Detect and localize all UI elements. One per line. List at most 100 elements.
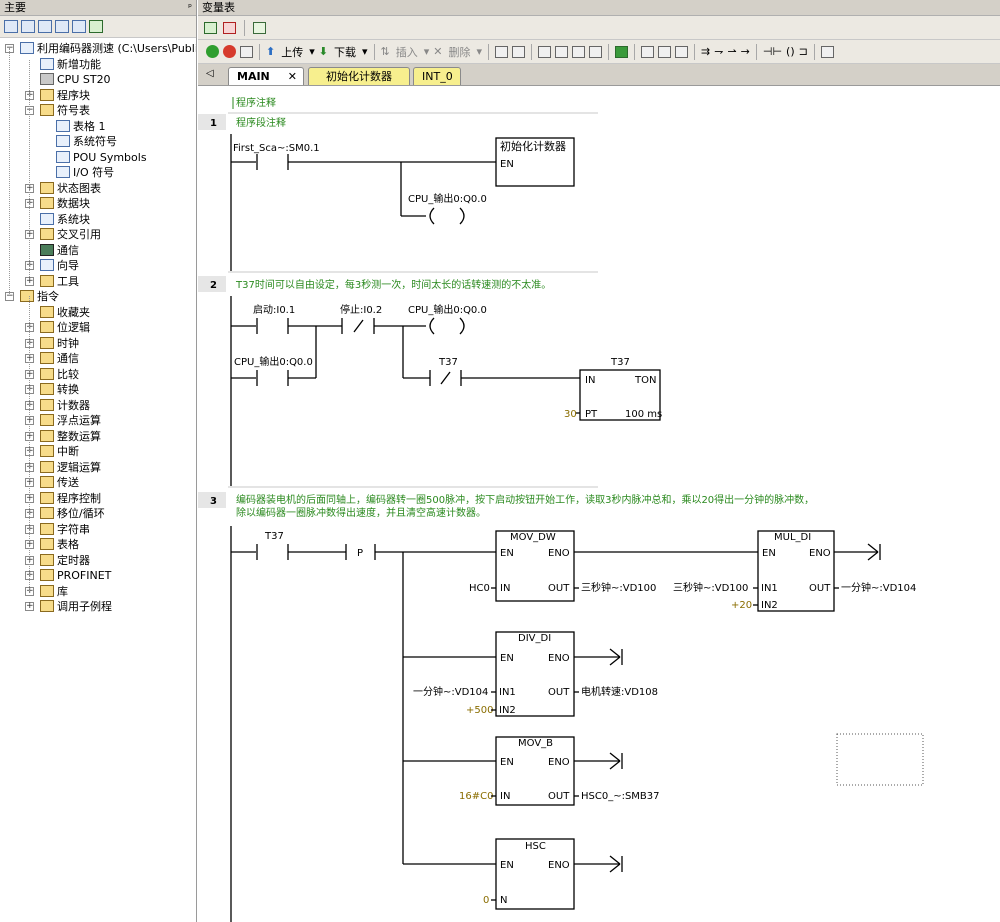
tree-item[interactable]: CPU ST20 [40,72,111,87]
n3-hsc-box[interactable] [495,838,575,910]
tree-item[interactable]: 交叉引用 [40,227,101,242]
compile-icon[interactable] [240,45,253,58]
delete-dropdown-icon[interactable]: ▾ [476,45,482,58]
tree-item[interactable]: 浮点运算 [40,413,101,428]
window-icon[interactable] [72,20,86,33]
tab-close-icon[interactable]: ✕ [287,70,297,83]
tree-item[interactable]: 传送 [40,475,79,490]
tree-item[interactable]: 位逻辑 [40,320,90,335]
n2-timer-box[interactable] [579,369,661,421]
expand-icon[interactable]: + [25,601,34,611]
tree-item[interactable]: 收藏夹 [40,305,90,320]
step-icon[interactable] [512,45,525,58]
upload-button[interactable]: 上传 [281,45,304,59]
pin-icon[interactable]: ᵖ [188,3,192,13]
n3-mov-b-box[interactable] [495,736,575,806]
upload-arrow-icon[interactable]: ⬆ [266,45,276,58]
download-button[interactable]: 下载 [333,45,356,59]
tree-item[interactable]: 整数运算 [40,429,101,444]
tab-init-counter[interactable]: 初始化计数器 [308,67,410,85]
tab-main[interactable]: MAIN ✕ [228,67,304,85]
edit-icon[interactable] [253,21,266,34]
tree-item[interactable]: 指令 [20,289,59,304]
branch-icon[interactable]: ⇉ [701,45,711,58]
go-icon[interactable] [615,45,628,58]
page2-icon[interactable] [55,20,69,33]
tab-scroll-left-icon[interactable]: ◁ [206,68,214,79]
n1-contact[interactable] [231,154,496,170]
branch-up-icon[interactable]: ⇀ [727,45,737,58]
tree-item[interactable]: 比较 [40,367,79,382]
tree-item[interactable]: 状态图表 [40,181,101,196]
block-icon[interactable] [538,45,551,58]
monitor-icon[interactable] [89,20,103,33]
save-icon[interactable] [572,45,585,58]
tree-item[interactable]: PROFINET [40,568,111,583]
tree-item[interactable]: 移位/循环 [40,506,105,521]
n2-start-contact[interactable] [231,318,342,334]
branch-down-icon[interactable]: ⇁ [714,45,724,58]
tree-item[interactable]: 表格 1 [56,119,106,134]
insert-button[interactable]: 插入 [395,45,418,59]
tree-item[interactable]: 程序块 [40,88,90,103]
tree-item[interactable]: 调用子例程 [40,599,112,614]
tree-item[interactable]: 工具 [40,274,79,289]
run-icon[interactable] [206,45,219,58]
n3-mov-dw-box[interactable] [495,530,575,602]
n2-coil[interactable] [429,317,465,335]
selection-cursor[interactable] [836,733,924,786]
tab-int0[interactable]: INT_0 [413,67,461,85]
n1-box-init-counter[interactable] [495,137,575,187]
grid-icon[interactable] [21,20,35,33]
line-right-icon[interactable]: → [740,45,750,58]
folder-open-icon[interactable] [555,45,568,58]
page-icon[interactable] [38,20,52,33]
tree-item[interactable]: 利用编码器测速 (C:\Users\Publi [20,41,196,56]
tree-item[interactable]: 通信 [40,243,79,258]
tree-item[interactable]: 中断 [40,444,79,459]
tree-item[interactable]: 表格 [40,537,79,552]
tree-item[interactable]: 计数器 [40,398,90,413]
n3-mul-di-box[interactable] [757,530,835,612]
n2-hold-contact[interactable] [231,326,317,386]
n2-stop-contact[interactable] [341,318,426,334]
tree-item[interactable]: 库 [40,584,68,599]
contact-icon[interactable]: ⊣⊢ [762,45,783,58]
delete-row-icon[interactable] [223,21,236,34]
tree-item[interactable]: 逻辑运算 [40,460,101,475]
n1-coil[interactable] [429,207,465,225]
tree-item[interactable]: I/O 符号 [56,165,114,180]
tree-item[interactable]: 时钟 [40,336,79,351]
tree-item[interactable]: 系统符号 [56,134,117,149]
n3-div-di-box[interactable] [495,631,575,717]
monitor-mode-icon[interactable] [495,45,508,58]
tree-item[interactable]: 符号表 [40,103,90,118]
lock-icon[interactable] [641,45,654,58]
tree-item[interactable]: 新增功能 [40,57,101,72]
n2-t37-contact[interactable] [429,370,580,386]
tree-item[interactable]: 通信 [40,351,79,366]
upload-dropdown-icon[interactable]: ▾ [309,45,315,58]
expand-icon[interactable]: + [25,275,34,286]
tree-item[interactable]: 系统块 [40,212,90,227]
insert-row-icon[interactable] [204,21,217,34]
box-icon[interactable]: ⊐ [798,45,808,58]
ladder-editor[interactable]: .w{stroke:#000;stroke-width:1.3;fill:non… [198,94,1000,922]
print-icon[interactable] [589,45,602,58]
tree-item[interactable]: 程序控制 [40,491,101,506]
lock2-icon[interactable] [658,45,671,58]
coil-icon[interactable]: () [786,45,795,58]
tree-item[interactable]: 字符串 [40,522,90,537]
unlock-icon[interactable] [675,45,688,58]
tree-item[interactable]: 定时器 [40,553,90,568]
download-arrow-icon[interactable]: ⬇ [318,45,328,58]
view-icon[interactable] [4,20,18,33]
tree-item[interactable]: POU Symbols [56,150,147,165]
n3-positive-edge-contact[interactable]: P [345,544,496,560]
stop-icon[interactable] [223,45,236,58]
n3-t37-contact[interactable] [231,544,346,560]
insert-dropdown-icon[interactable]: ▾ [423,45,430,58]
tree-item[interactable]: 向导 [40,258,79,273]
tree-item[interactable]: 转换 [40,382,79,397]
tree-item[interactable]: 数据块 [40,196,90,211]
